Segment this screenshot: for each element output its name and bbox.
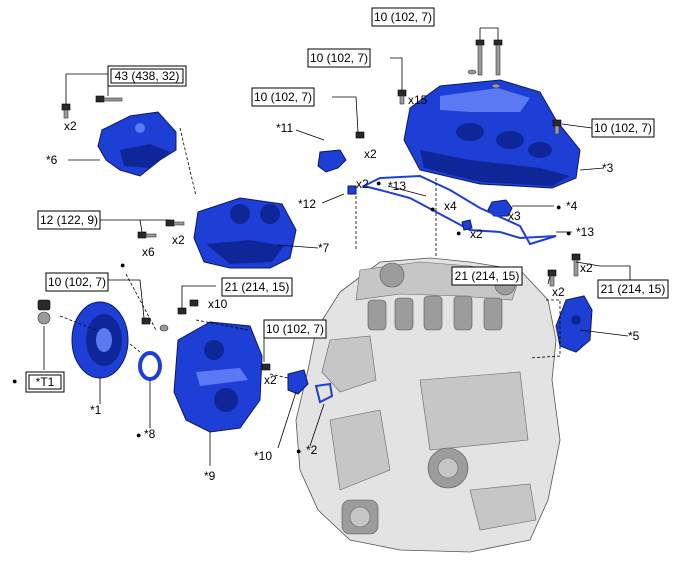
bracket-11 [317,149,347,173]
svg-text:10 (102, 7): 10 (102, 7) [594,121,652,135]
oil-filler-cap [487,199,513,217]
torque-box-3: 10 (102, 7) [251,87,315,107]
svg-text:10 (102, 7): 10 (102, 7) [48,275,106,289]
torque-spec-boxes: 10 (102, 7) 10 (102, 7) 10 (102, 7) 10 (… [37,7,669,339]
svg-text:10 (102, 7): 10 (102, 7) [374,10,432,24]
gasket-2 [314,382,334,404]
svg-text:*3: *3 [602,161,614,175]
svg-text:*10: *10 [254,449,272,463]
timing-cover-plate [193,197,297,269]
cylinder-head-cover [403,79,581,189]
bracket-12 [347,185,357,195]
svg-text:●: ● [376,178,381,188]
svg-text:●: ● [556,202,561,212]
callout-labels: *11 *12 ● *13 ● ● *3 ● *4 ● *13 *6 *7 ● … [12,121,640,483]
torque-box-8: 21 (214, 15) [221,277,293,297]
svg-text:*8: *8 [144,427,156,441]
svg-text:x2: x2 [580,261,593,275]
svg-text:21 (214, 15): 21 (214, 15) [601,282,666,296]
engine-assembly [295,257,561,553]
svg-text:21 (214, 15): 21 (214, 15) [455,269,520,283]
leader-lines [43,27,631,466]
oil-seal [138,351,162,381]
svg-text:x2: x2 [552,285,565,299]
crankshaft-pulley [71,301,129,379]
torque-box-9: 10 (102, 7) [263,319,327,339]
torque-box-6: 12 (122, 9) [37,210,101,230]
torque-box-2: 10 (102, 7) [307,48,371,68]
svg-text:*T1: *T1 [36,375,55,389]
svg-text:x6: x6 [142,245,155,259]
torque-box-4: 10 (102, 7) [591,118,655,138]
bolts [37,39,581,371]
svg-text:*13: *13 [388,179,406,193]
svg-text:*6: *6 [46,153,58,167]
svg-text:●: ● [296,446,301,456]
torque-box-11: 21 (214, 15) [597,279,669,299]
svg-text:x10: x10 [208,297,228,311]
svg-text:10 (102, 7): 10 (102, 7) [254,90,312,104]
svg-text:●: ● [456,228,461,238]
svg-text:x2: x2 [364,147,377,161]
svg-text:●: ● [12,376,17,386]
spark-plug-tube-gasket [461,219,473,231]
svg-text:*1: *1 [90,403,102,417]
head-cover-gasket [361,174,557,246]
svg-text:x4: x4 [444,199,457,213]
svg-text:●: ● [120,260,125,270]
svg-text:x2: x2 [172,233,185,247]
sensor-10 [287,369,309,395]
svg-text:x15: x15 [408,93,428,107]
svg-text:x2: x2 [264,373,277,387]
svg-text:*2: *2 [306,443,318,457]
tool-callout-t1: *T1 [25,371,65,393]
svg-text:*9: *9 [204,469,216,483]
svg-text:21 (214, 15): 21 (214, 15) [225,280,290,294]
svg-text:x2: x2 [64,119,77,133]
svg-text:x2: x2 [470,227,483,241]
svg-text:12 (122, 9): 12 (122, 9) [40,213,98,227]
svg-text:*7: *7 [318,241,330,255]
svg-text:●: ● [136,430,141,440]
svg-text:●: ● [430,204,435,214]
torque-box-7: 10 (102, 7) [45,272,109,292]
svg-text:*4: *4 [566,199,578,213]
timing-chain-cover [173,321,263,433]
svg-text:10 (102, 7): 10 (102, 7) [266,322,324,336]
svg-text:10 (102, 7): 10 (102, 7) [310,51,368,65]
svg-text:*5: *5 [628,329,640,343]
svg-text:*11: *11 [276,121,293,135]
svg-text:*13: *13 [576,225,594,239]
svg-text:x2: x2 [356,177,369,191]
engine-mount-bracket [97,111,177,177]
quantity-labels: x15 x2 x2 x2 x6 x2 x4 x2 x3 x10 x2 x2 x2 [64,93,593,387]
torque-box-5: 43 (438, 32) [107,65,187,87]
torque-box-10: 21 (214, 15) [451,266,523,286]
svg-text:x3: x3 [508,209,521,223]
torque-box-1: 10 (102, 7) [371,7,435,27]
bracket-5 [555,295,593,353]
svg-text:*12: *12 [298,197,316,211]
svg-text:43 (438, 32): 43 (438, 32) [115,69,180,83]
svg-text:●: ● [566,228,571,238]
